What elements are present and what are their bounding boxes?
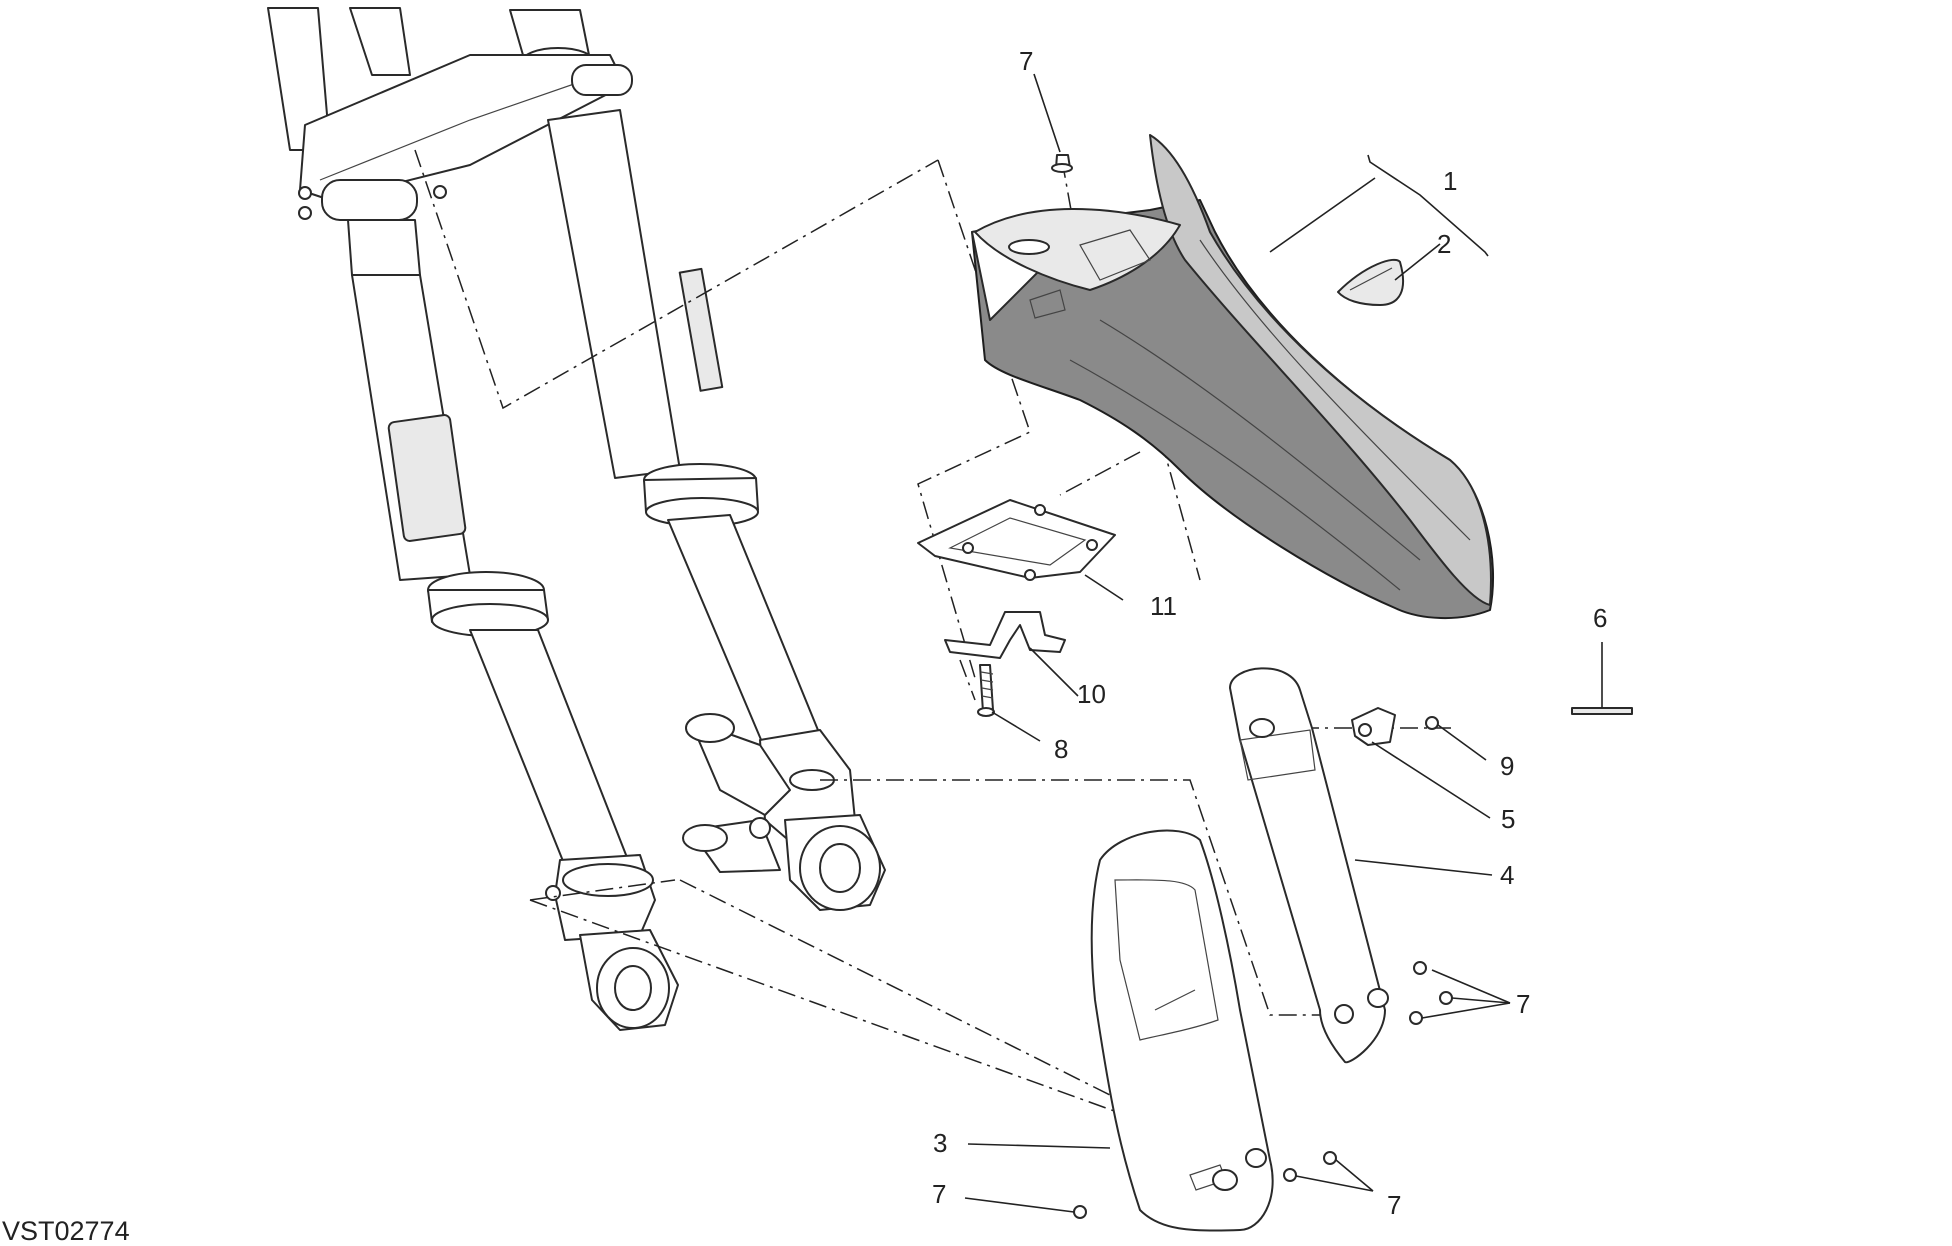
callout-7-top: 7	[1019, 46, 1033, 76]
adhesive-strip	[1571, 642, 1633, 715]
ducati-badge	[1337, 258, 1405, 306]
callout-5: 5	[1501, 804, 1515, 834]
fork-guard-right	[1229, 667, 1389, 1064]
fork-guard-left	[1090, 829, 1274, 1232]
callout-7-bottom-right: 7	[1387, 1190, 1401, 1220]
drawing-code: VST02774	[2, 1216, 130, 1246]
callout-2: 2	[1437, 229, 1451, 259]
leader-lines	[964, 73, 1511, 1213]
callout-9: 9	[1500, 751, 1514, 781]
callout-11: 11	[1150, 591, 1177, 621]
assembly-guide-lines	[414, 149, 1455, 1176]
callout-6: 6	[1593, 603, 1607, 633]
fasteners	[977, 154, 1453, 1219]
callout-8: 8	[1054, 734, 1068, 764]
callout-7-bottom-left: 7	[932, 1179, 946, 1209]
front-mudguard	[971, 134, 1494, 620]
callout-1: 1	[1443, 166, 1457, 196]
spacer-cap	[1351, 707, 1396, 746]
callout-4: 4	[1500, 860, 1514, 890]
callout-labels: 1 2 3 4 5 6 7 7 7 7 8 9 10 11	[932, 46, 1607, 1220]
mudguard-bracket	[917, 499, 1116, 581]
callout-bracket	[1367, 154, 1489, 257]
mounting-clip	[944, 611, 1066, 659]
callout-3: 3	[933, 1128, 947, 1158]
callout-7-right: 7	[1516, 989, 1530, 1019]
front-fork-assembly	[267, 7, 886, 1031]
callout-10: 10	[1077, 679, 1106, 709]
